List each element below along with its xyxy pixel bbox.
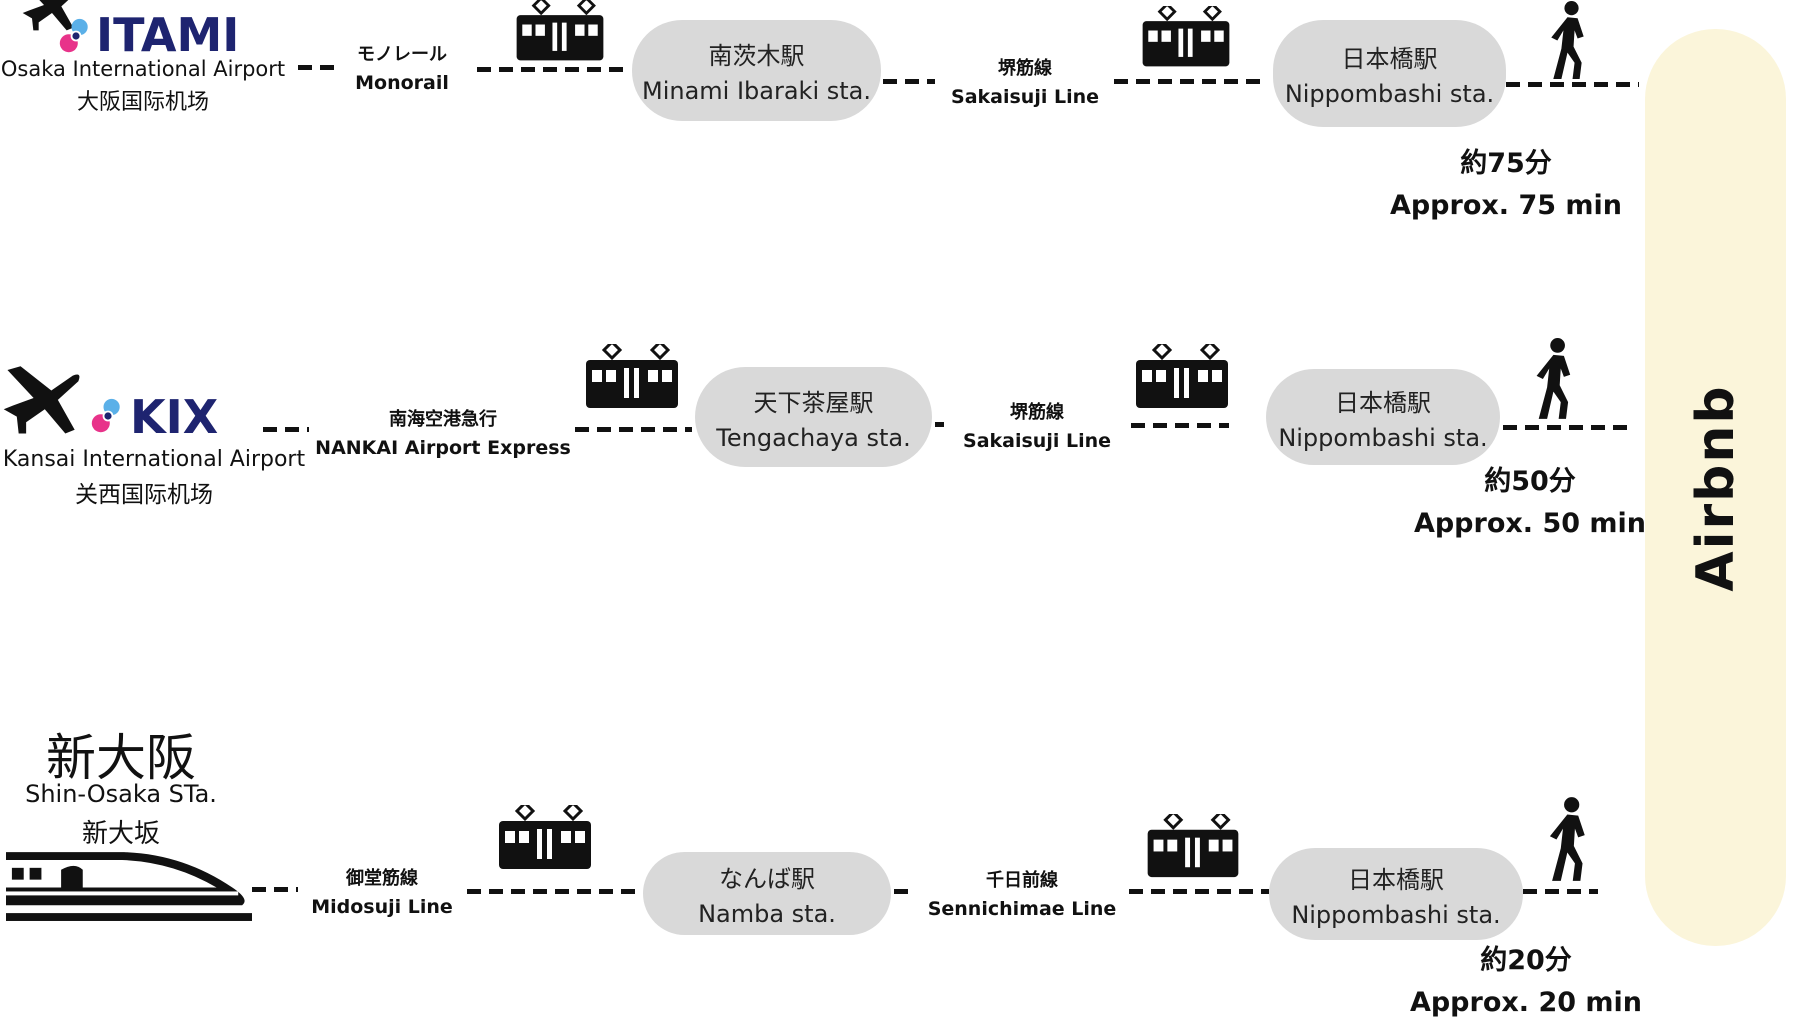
itami-logo-mark-icon bbox=[58, 18, 94, 54]
origin-name-en: Osaka International Airport bbox=[0, 57, 286, 81]
train-icon bbox=[511, 0, 609, 66]
route-line bbox=[298, 65, 335, 70]
itami-logo: ITAMI bbox=[96, 8, 240, 62]
route-line bbox=[252, 887, 298, 892]
walking-person-icon bbox=[1546, 0, 1593, 81]
route-line bbox=[883, 79, 935, 84]
train-icon bbox=[1137, 6, 1235, 72]
route-line bbox=[1503, 425, 1627, 430]
route-line bbox=[1523, 889, 1598, 894]
origin-name-cn: 大阪国际机场 bbox=[76, 90, 210, 115]
airplane-icon bbox=[0, 352, 84, 444]
train-icon bbox=[493, 805, 597, 875]
origin-name-cn: 关西国际机场 bbox=[75, 482, 213, 508]
route-line bbox=[1129, 889, 1269, 894]
route-line bbox=[575, 427, 692, 432]
origin-name-en: Kansai International Airport bbox=[2, 447, 306, 472]
train-icon bbox=[580, 344, 684, 414]
origin-name-cn: 新大坂 bbox=[81, 819, 161, 849]
train-icon bbox=[1142, 814, 1244, 883]
origin-name-jp: 新大阪 bbox=[46, 729, 196, 787]
route-line bbox=[263, 427, 309, 432]
airbnb-destination-bar: Airbnb bbox=[1645, 29, 1786, 946]
route-line bbox=[935, 422, 944, 427]
route-line bbox=[1131, 423, 1229, 428]
route-line bbox=[894, 889, 912, 894]
route-line bbox=[1114, 79, 1264, 84]
route-line bbox=[477, 67, 623, 72]
walking-person-icon bbox=[1546, 796, 1593, 883]
train-icon bbox=[1129, 344, 1235, 414]
route-line bbox=[1506, 82, 1639, 87]
kix-logo-mark-icon bbox=[90, 398, 126, 434]
walking-person-icon bbox=[1532, 337, 1579, 421]
shinkansen-icon bbox=[6, 848, 252, 929]
kix-logo: KIX bbox=[130, 390, 219, 444]
origin-name-en: Shin-Osaka STa. bbox=[25, 780, 217, 808]
destination-label: Airbnb bbox=[1685, 383, 1746, 592]
route-line bbox=[467, 889, 640, 894]
